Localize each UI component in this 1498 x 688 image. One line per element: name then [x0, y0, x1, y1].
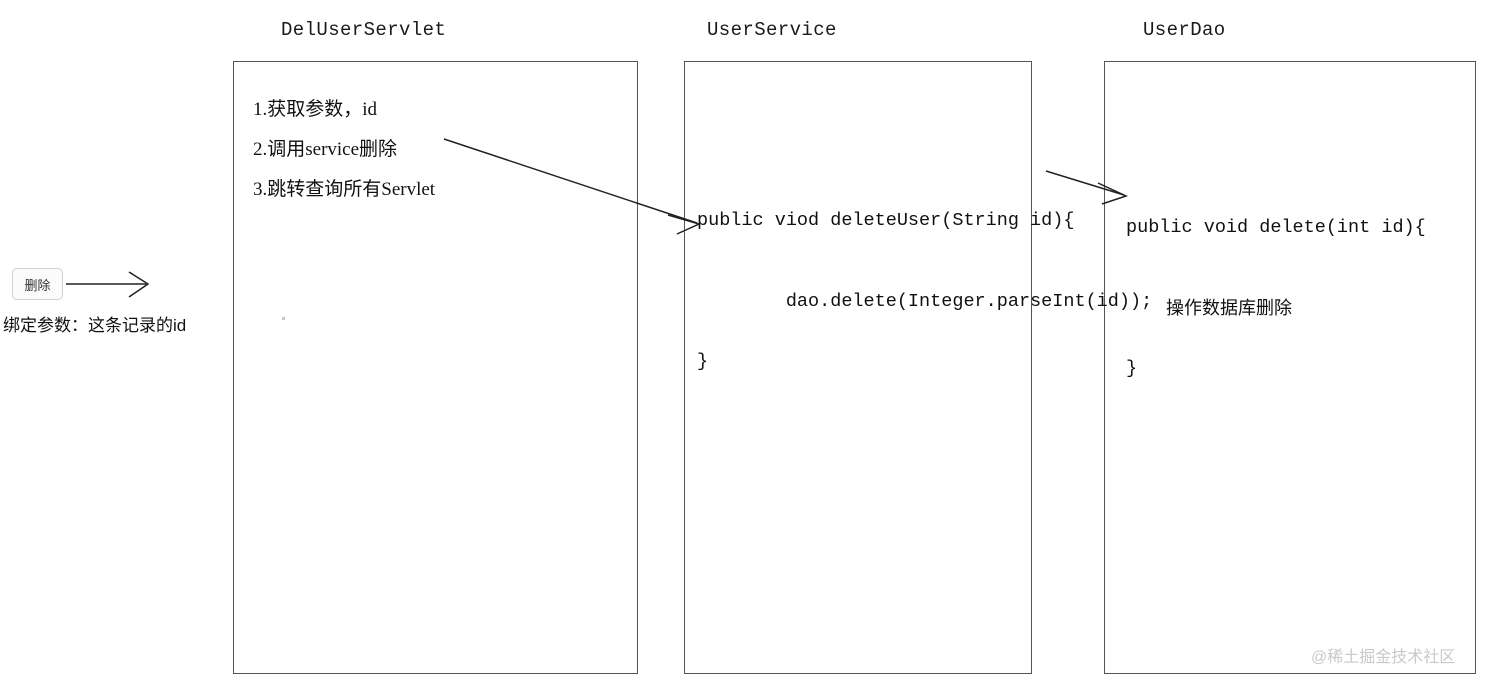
- userdao-code-line-3: }: [1126, 358, 1138, 379]
- userservice-code-line-2: dao.delete(Integer.parseInt(id));: [697, 291, 1153, 312]
- column-title-deluserservlet: DelUserServlet: [281, 19, 447, 41]
- stray-dot-artifact: [282, 317, 285, 320]
- box-userdao: [1104, 61, 1476, 674]
- watermark: @稀土掘金技术社区: [1311, 649, 1456, 666]
- bind-parameter-label: 绑定参数：这条记录的id: [3, 316, 187, 335]
- userservice-code-line-3: }: [697, 351, 709, 372]
- servlet-step-list: 1.获取参数，id 2.调用service删除 3.跳转查询所有Servlet: [253, 90, 633, 210]
- servlet-step-3: 3.跳转查询所有Servlet: [253, 179, 436, 200]
- userdao-code: public void delete(int id){ 操作数据库删除 }: [1126, 178, 1426, 419]
- userdao-code-line-2: 操作数据库删除: [1126, 298, 1293, 318]
- servlet-step-2: 2.调用service删除: [253, 139, 398, 160]
- box-userservice: [684, 61, 1032, 674]
- column-title-userdao: UserDao: [1143, 19, 1226, 41]
- userdao-code-line-1: public void delete(int id){: [1126, 217, 1426, 238]
- userservice-code: public viod deleteUser(String id){ dao.d…: [697, 171, 1152, 412]
- delete-button[interactable]: 删除: [12, 268, 63, 300]
- userservice-code-line-1: public viod deleteUser(String id){: [697, 210, 1075, 231]
- servlet-step-1: 1.获取参数，id: [253, 99, 378, 120]
- arrow-button-to-servlet: [66, 271, 150, 298]
- column-title-userservice: UserService: [707, 19, 837, 41]
